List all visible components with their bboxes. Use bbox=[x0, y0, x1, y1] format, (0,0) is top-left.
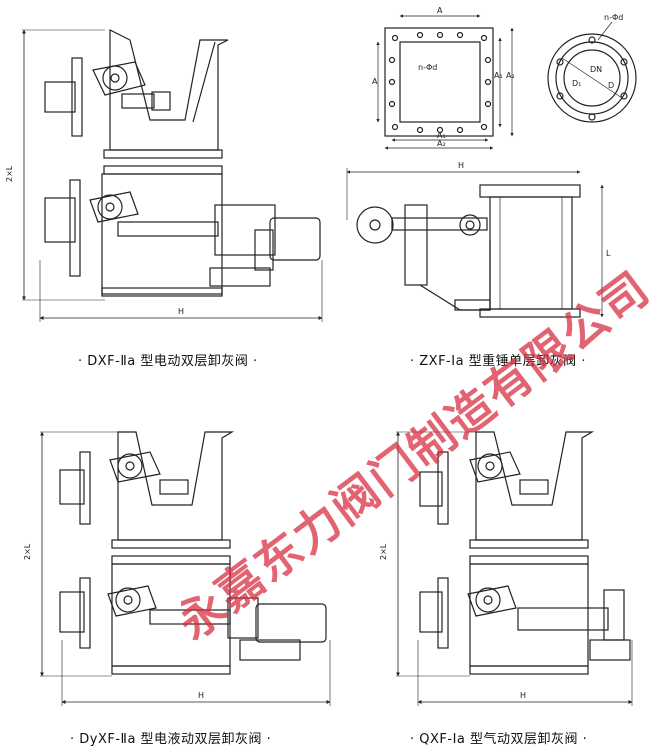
dim-d1: D₁ bbox=[572, 79, 581, 88]
dim-a2-right: A₂ bbox=[506, 71, 515, 80]
dim-a1: A₁ bbox=[437, 131, 446, 140]
caption-dxf-iia: · DXF-Ⅱa 型电动双层卸灰阀 · bbox=[78, 354, 258, 369]
dim-l-top-right: L bbox=[606, 249, 611, 258]
valve-qxf-ia-drawing bbox=[396, 431, 633, 706]
dim-a-top: A bbox=[437, 6, 443, 15]
dim-a2: A₂ bbox=[437, 139, 446, 148]
caption-qxf-ia: · QXF-Ⅰa 型气动双层卸灰阀 · bbox=[410, 732, 588, 747]
caption-dyxf-iia: · DyXF-Ⅱa 型电液动双层卸灰阀 · bbox=[70, 732, 272, 747]
dim-dn: DN bbox=[590, 65, 602, 74]
dim-h-top-left: H bbox=[178, 307, 184, 316]
caption-zxf-ia-text: ZXF-Ⅰa 型重锤单层卸灰阀 bbox=[419, 354, 577, 369]
dim-holes-square: n-Φd bbox=[418, 63, 437, 72]
dim-holes-round: n-Φd bbox=[604, 13, 623, 22]
dim-2l-bottom-right: 2×L bbox=[379, 543, 388, 560]
flange-round-drawing bbox=[547, 21, 637, 123]
dim-h-bottom-right: H bbox=[520, 691, 526, 700]
caption-zxf-ia: · ZXF-Ⅰa 型重锤单层卸灰阀 · bbox=[410, 354, 586, 369]
valve-dxf-iia-drawing bbox=[22, 29, 323, 322]
caption-qxf-ia-text: QXF-Ⅰa 型气动双层卸灰阀 bbox=[419, 732, 579, 747]
caption-dyxf-iia-text: DyXF-Ⅱa 型电液动双层卸灰阀 bbox=[79, 732, 263, 747]
valve-dyxf-iia-drawing bbox=[40, 431, 331, 706]
caption-dxf-iia-text: DXF-Ⅱa 型电动双层卸灰阀 bbox=[87, 354, 249, 369]
dim-2l-top-left: 2×L bbox=[5, 165, 14, 182]
dim-2l-bottom-left: 2×L bbox=[23, 543, 32, 560]
dim-d: D bbox=[608, 81, 614, 90]
flange-square-drawing bbox=[376, 14, 514, 150]
dim-a-left: A bbox=[372, 77, 378, 86]
dim-h-top-right: H bbox=[458, 161, 464, 170]
dim-a1-right: A₁ bbox=[494, 71, 503, 80]
dim-h-bottom-left: H bbox=[198, 691, 204, 700]
valve-zxf-ia-drawing bbox=[346, 168, 604, 318]
